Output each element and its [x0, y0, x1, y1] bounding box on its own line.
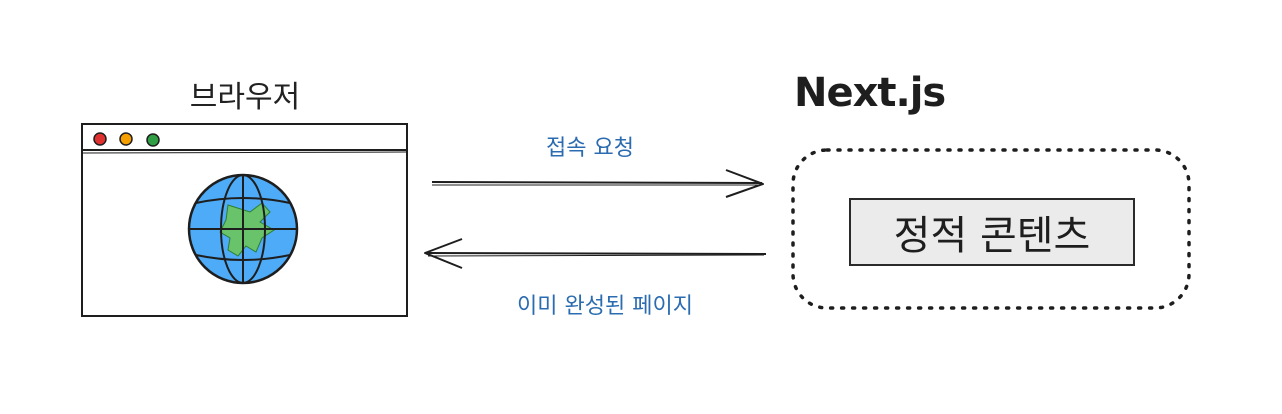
static-content-label: 정적 콘텐츠 [893, 213, 1091, 259]
request-label: 접속 요청 [546, 136, 634, 161]
server-title: Next.js [794, 70, 946, 116]
close-dot-icon [93, 132, 107, 146]
browser-title: 브라우저 [189, 80, 301, 115]
server-container [791, 148, 1191, 310]
response-label: 이미 완성된 페이지 [517, 294, 693, 319]
request-arrow [431, 169, 764, 198]
response-arrow [424, 238, 767, 269]
globe-icon [187, 173, 299, 285]
maximize-dot-icon [146, 133, 160, 147]
minimize-dot-icon [119, 132, 133, 146]
static-content-box: 정적 콘텐츠 [849, 198, 1135, 266]
